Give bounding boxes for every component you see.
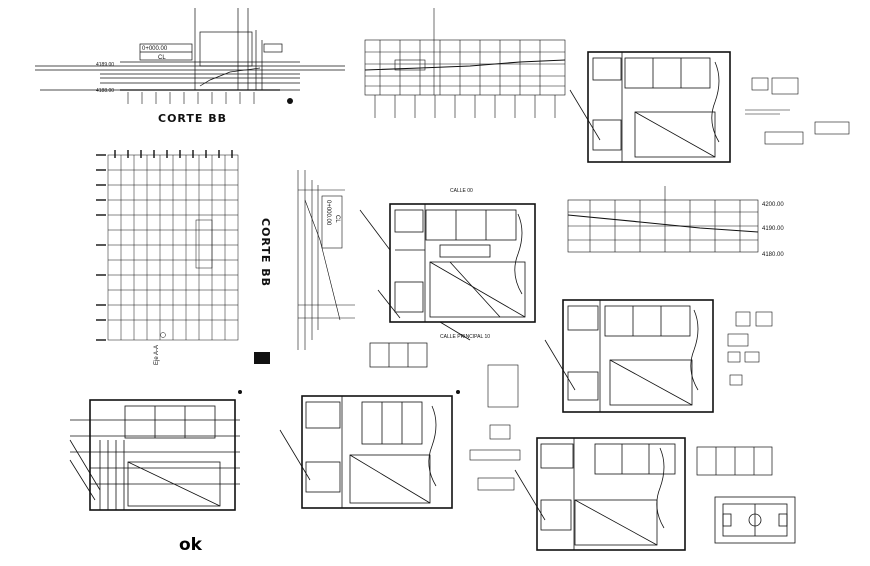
level-label-top-left-2: 4188.00 xyxy=(96,88,114,94)
site-plan-center xyxy=(359,203,536,341)
section-corte-bb-top xyxy=(35,8,345,91)
section-corte-bb-vertical xyxy=(297,170,355,350)
legend-box-three-cells xyxy=(369,342,428,368)
level-label-top-left: 4189.00 xyxy=(96,62,114,68)
detail-notes-bottom-center xyxy=(469,364,521,491)
sports-court-detail xyxy=(714,496,796,544)
site-plan-bottom-left xyxy=(69,399,240,511)
detail-notes-middle-right xyxy=(727,311,773,386)
profile-strip-top xyxy=(364,8,566,96)
site-plan-bottom-right xyxy=(514,437,686,551)
axis-label-right-1: 4200.00 xyxy=(762,202,784,208)
profile-strip-ticks xyxy=(374,95,556,118)
grid-left-row-marks xyxy=(96,154,106,341)
scale-markers xyxy=(238,98,460,394)
elevation-box-top: 0+000.00 xyxy=(142,46,168,52)
axis-label-right-3: 4180.00 xyxy=(762,252,784,258)
label-calle: CALLE 00 xyxy=(450,188,473,194)
legend-box-four-cells xyxy=(696,446,773,476)
site-plan-top-right xyxy=(569,51,731,163)
label-ok: ok xyxy=(179,535,203,555)
title-corte-bb-top: CORTE BB xyxy=(158,112,227,125)
elevation-box-top-cl: CL xyxy=(158,55,166,61)
elevation-box-mid-cl: CL xyxy=(334,215,340,223)
label-calle-principal: CALLE PRINCIPAL 10 xyxy=(440,334,490,340)
axis-label-right-2: 4190.00 xyxy=(762,226,784,232)
detail-notes-top-right xyxy=(745,77,850,145)
station-ticks-top xyxy=(127,92,255,104)
site-plan-middle-right xyxy=(544,299,714,413)
elevation-box-mid: 0+000.00 xyxy=(325,200,331,226)
axis-label-eje: Eje A-A xyxy=(154,345,160,365)
profile-graph-right xyxy=(567,186,759,253)
site-plan-bottom-center xyxy=(279,395,453,509)
title-corte-bb-vertical: CORTE BB xyxy=(259,218,272,287)
grid-left-col-marks xyxy=(114,150,233,158)
grid-plan-left xyxy=(107,154,239,341)
